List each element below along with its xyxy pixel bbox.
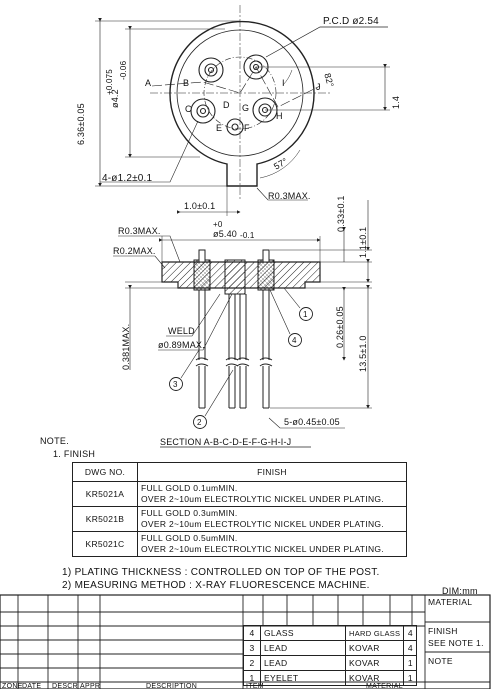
- bottom-header-description: DESCRIPTION: [146, 683, 198, 690]
- r02max-label: R0.2MAX.: [113, 246, 156, 256]
- tol-540-plus-label: +0: [213, 220, 223, 229]
- d089-label: ø0.89MAX.: [158, 340, 205, 350]
- finish-label: FINISH: [428, 626, 458, 636]
- top-view: [95, 5, 390, 216]
- material-label: MATERIAL: [428, 597, 473, 607]
- bom-item-no: 2: [243, 655, 261, 671]
- table-row: 3 LEAD KOVAR 4: [243, 640, 418, 656]
- dim-unit: DIM:mm: [442, 586, 478, 596]
- bom-item-no: 3: [243, 640, 261, 656]
- finish-cell: FULL GOLD 0.5umMIN. OVER 2~10um ELECTROL…: [137, 531, 407, 557]
- note-heading: NOTE.: [40, 436, 70, 446]
- bom-item-no: 1: [243, 670, 261, 686]
- dim-0-381-label: 0.381MAX.: [121, 323, 131, 370]
- bom-part: GLASS: [260, 625, 346, 641]
- weld-label: WELD: [168, 326, 195, 336]
- finish-table-header: DWG NO. FINISH: [72, 462, 407, 482]
- bom-material: KOVAR: [344, 640, 405, 656]
- dim-5-40-label: ø5.40: [213, 229, 238, 239]
- note-item-1: 1. FINISH: [53, 449, 96, 459]
- bom-material: HARD GLASS: [344, 625, 405, 641]
- letter-c: C: [185, 104, 192, 114]
- tol-540-minus-label: -0.1: [240, 231, 255, 240]
- balloon-3: 3: [173, 380, 178, 389]
- balloon-2: 2: [197, 418, 202, 427]
- finish-table: DWG NO. FINISH KR5021A FULL GOLD 0.1umMI…: [72, 462, 407, 557]
- bom-qty: 4: [403, 625, 418, 641]
- tol-plus-label: +0.075: [105, 69, 114, 95]
- table-row: KR5021A FULL GOLD 0.1umMIN. OVER 2~10um …: [72, 481, 407, 507]
- dim-1-0-label: 1.0±0.1: [184, 201, 216, 211]
- bottom-header-appr: APPR: [80, 683, 101, 690]
- dwg-no: KR5021C: [72, 531, 138, 557]
- finish-see-note: SEE NOTE 1.: [428, 638, 484, 648]
- table-row: 1 EYELET KOVAR 1: [243, 670, 418, 686]
- title-block-frame: [0, 594, 491, 689]
- table-row: 2 LEAD KOVAR 1: [243, 655, 418, 671]
- finish-line: FULL GOLD 0.1umMIN.: [141, 483, 238, 493]
- dim-0-33-label: 0.33±0.1: [336, 195, 346, 232]
- r03max-top-label: R0.3MAX.: [268, 191, 311, 201]
- finish-cell: FULL GOLD 0.3umMIN. OVER 2~10um ELECTROL…: [137, 506, 407, 532]
- pcd-label: P.C.D ø2.54: [323, 16, 379, 27]
- finish-cell: FULL GOLD 0.1umMIN. OVER 2~10um ELECTROL…: [137, 481, 407, 507]
- letter-e: E: [216, 123, 223, 133]
- finish-line: FULL GOLD 0.5umMIN.: [141, 533, 238, 543]
- letter-a: A: [145, 78, 152, 88]
- bom-material: KOVAR: [344, 655, 405, 671]
- dim-6-36-label: 6.36±0.05: [76, 103, 86, 145]
- bom-item-no: 4: [243, 625, 261, 641]
- letter-f: F: [244, 123, 250, 133]
- bom-qty: 4: [403, 640, 418, 656]
- dim-0-26-label: 0.26±0.05: [335, 306, 345, 348]
- balloon-1: 1: [303, 310, 308, 319]
- bottom-header-zone: ZONE: [2, 683, 23, 690]
- r03max-label: R0.3MAX.: [118, 226, 161, 236]
- finish-line: OVER 2~10um ELECTROLYTIC NICKEL UNDER PL…: [141, 519, 384, 529]
- section-view: [113, 200, 372, 448]
- table-row: 4 GLASS HARD GLASS 4: [243, 625, 418, 641]
- letter-j: J: [316, 82, 321, 92]
- bom-part: LEAD: [260, 640, 346, 656]
- table-row: KR5021C FULL GOLD 0.5umMIN. OVER 2~10um …: [72, 531, 407, 557]
- table-row: KR5021B FULL GOLD 0.3umMIN. OVER 2~10um …: [72, 506, 407, 532]
- dim-1-1-label: 1.1±0.1: [358, 226, 368, 258]
- measuring-note: 2) MEASURING METHOD : X-RAY FLUORESCENCE…: [62, 580, 370, 591]
- letter-h: H: [276, 111, 283, 121]
- header-finish: FINISH: [137, 462, 407, 482]
- dwg-no: KR5021A: [72, 481, 138, 507]
- finish-line: FULL GOLD 0.3umMIN.: [141, 508, 238, 518]
- plating-note: 1) PLATING THICKNESS : CONTROLLED ON TOP…: [62, 567, 380, 578]
- bom-material: KOVAR: [344, 670, 405, 686]
- bom-part: EYELET: [260, 670, 346, 686]
- balloon-4: 4: [292, 336, 297, 345]
- bottom-header-descr: DESCR: [52, 683, 79, 690]
- dim-13-5-label: 13.5±1.0: [358, 335, 368, 372]
- section-title: SECTION A-B-C-D-E-F-G-H-I-J: [160, 437, 292, 447]
- dwg-no: KR5021B: [72, 506, 138, 532]
- letter-i: I: [282, 78, 285, 88]
- finish-line: OVER 2~10um ELECTROLYTIC NICKEL UNDER PL…: [141, 544, 384, 554]
- dim-1-4-label: 1.4: [391, 95, 401, 109]
- note-label: NOTE: [428, 656, 453, 666]
- bottom-header-date: DATE: [22, 683, 42, 690]
- letter-d: D: [223, 100, 230, 110]
- letter-b: B: [183, 78, 190, 88]
- bottom-header-material: MATERIAL: [366, 683, 403, 690]
- bom-table: 4 GLASS HARD GLASS 4 3 LEAD KOVAR 4 2 LE…: [243, 625, 418, 686]
- tol-minus-label: -0.06: [119, 60, 128, 80]
- bom-part: LEAD: [260, 655, 346, 671]
- letter-g: G: [242, 103, 250, 113]
- holes-label: 4-ø1.2±0.1: [102, 173, 153, 184]
- bottom-header-item: ITEM: [246, 683, 264, 690]
- finish-line: OVER 2~10um ELECTROLYTIC NICKEL UNDER PL…: [141, 494, 384, 504]
- balloons: [169, 307, 313, 429]
- bom-qty: 1: [403, 670, 418, 686]
- header-dwg-no: DWG NO.: [72, 462, 138, 482]
- lead-diameter-label: 5-ø0.45±0.05: [284, 417, 340, 427]
- bom-qty: 1: [403, 655, 418, 671]
